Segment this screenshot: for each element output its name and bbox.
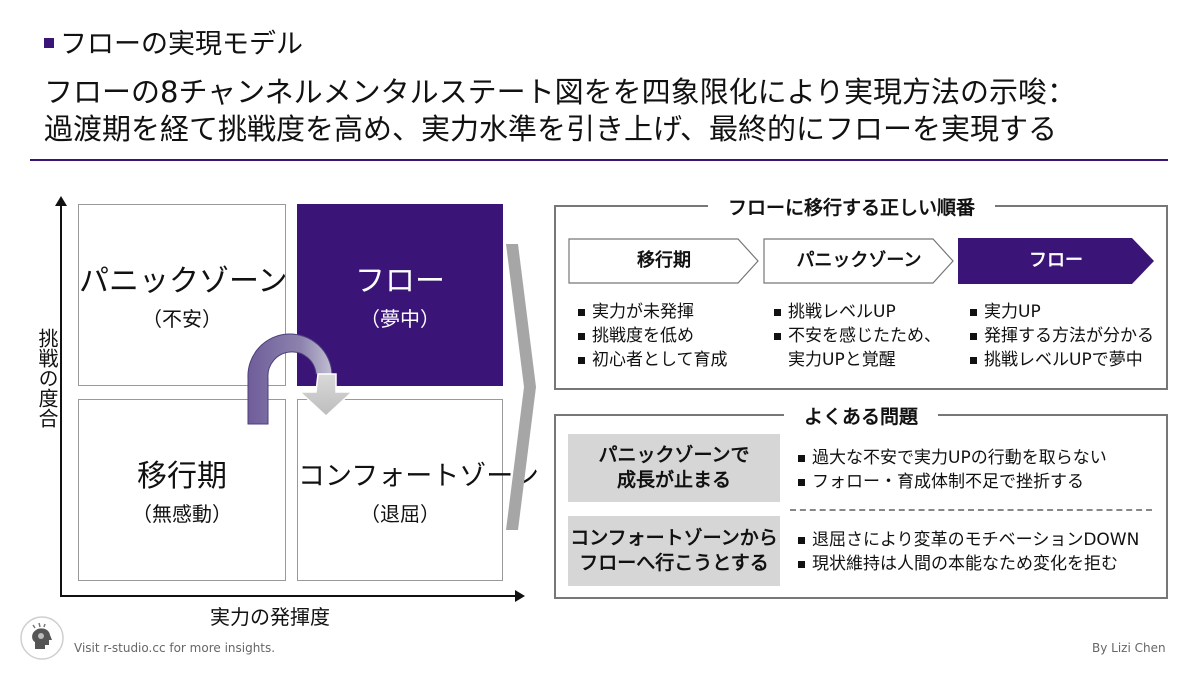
footer-author: By Lizi Chen: [1092, 641, 1166, 655]
step-arrow-shape: [763, 238, 954, 284]
page-headline: フローの8チャンネルメンタルステート図をを四象限化により実現方法の示唆： 過渡期…: [44, 74, 1076, 148]
problems-panel-title: よくある問題: [784, 404, 939, 430]
list-item: 初心者として育成: [578, 348, 728, 372]
square-bullet-icon: [44, 37, 54, 48]
problem-label-line: コンフォートゾーンから: [570, 527, 778, 549]
problem-label-line: パニックゾーンで: [598, 444, 750, 466]
y-axis-label: 挑戦の度合: [35, 328, 59, 428]
quadrant-subtitle: （退屈）: [360, 502, 440, 526]
quadrant-comfort-zone: コンフォートゾーン （退屈）: [297, 399, 539, 581]
sequence-panel-title: フローに移行する正しい順番: [708, 195, 996, 221]
headline-line-2: 過渡期を経て挑戦度を高め、実力水準を引き上げ、最終的にフローを実現する: [44, 112, 1057, 146]
step-arrow-shape: [568, 238, 759, 284]
step-transition: 移行期: [568, 238, 760, 284]
list-item: 実力UP: [970, 300, 1154, 324]
header-divider: [30, 159, 1168, 161]
quadrant-title: パニックゾーン: [79, 264, 288, 299]
problem-label-line: フローへ行こうとする: [579, 552, 769, 574]
quadrant-title: 移行期: [137, 459, 227, 494]
section-label-text: フローの実現モデル: [60, 29, 303, 60]
step-label: パニックゾーン: [796, 250, 922, 271]
list-item: 退屈さにより変革のモチベーションDOWN: [798, 528, 1139, 552]
list-item: 発揮する方法が分かる: [970, 324, 1154, 348]
quadrant-transition: 移行期 （無感動）: [78, 399, 286, 581]
list-item: 挑戦レベルUPで夢中: [970, 348, 1154, 372]
problem-label-line: 成長が止まる: [616, 469, 731, 491]
step-arrow-shape: [958, 238, 1154, 284]
step-panic-bullets: 挑戦レベルUP 不安を感じたため、 実力UPと覚醒: [774, 300, 941, 372]
step-transition-bullets: 実力が未発揮 挑戦度を低め 初心者として育成: [578, 300, 728, 372]
y-axis-line: [60, 200, 62, 596]
step-panic-zone: パニックゾーン: [763, 238, 955, 284]
chevron-right-icon: [506, 244, 536, 530]
dashed-divider: [790, 509, 1152, 511]
list-item: 挑戦度を低め: [578, 324, 728, 348]
problem-label-panic: パニックゾーンで 成長が止まる: [568, 434, 780, 502]
quadrant-subtitle: （不安）: [142, 307, 222, 331]
quadrant-title: フロー: [355, 264, 445, 299]
x-axis-label: 実力の発揮度: [210, 605, 330, 629]
list-item: 不安を感じたため、: [774, 324, 941, 348]
quadrant-subtitle: （夢中）: [360, 307, 440, 331]
x-axis-line: [60, 595, 518, 597]
footer-link-text: Visit r-studio.cc for more insights.: [74, 641, 276, 655]
list-item: フォロー・育成体制不足で挫折する: [798, 470, 1107, 494]
x-axis-arrow-icon: [515, 590, 525, 602]
robot-head-logo-icon: [20, 616, 64, 660]
curved-arrow-icon: [247, 333, 354, 425]
headline-line-1: フローの8チャンネルメンタルステート図をを四象限化により実現方法の示唆：: [44, 75, 1077, 109]
step-flow-bullets: 実力UP 発揮する方法が分かる 挑戦レベルUPで夢中: [970, 300, 1154, 372]
quadrant-flow: フロー （夢中）: [297, 204, 503, 386]
list-item: 実力が未発揮: [578, 300, 728, 324]
problem-comfort-bullets: 退屈さにより変革のモチベーションDOWN 現状維持は人間の本能なため変化を拒む: [798, 528, 1139, 576]
list-item: 現状維持は人間の本能なため変化を拒む: [798, 552, 1139, 576]
section-label: フローの実現モデル: [44, 28, 303, 62]
y-axis-arrow-icon: [55, 196, 67, 206]
quadrant-panic-zone: パニックゾーン （不安）: [78, 204, 288, 386]
step-label: 移行期: [637, 250, 691, 271]
problem-label-comfort: コンフォートゾーンから フローへ行こうとする: [568, 516, 780, 586]
sequence-panel: [554, 205, 1168, 390]
list-item-continuation: 実力UPと覚醒: [788, 350, 896, 370]
step-label: フロー: [1029, 250, 1083, 271]
problem-panic-bullets: 過大な不安で実力UPの行動を取らない フォロー・育成体制不足で挫折する: [798, 446, 1107, 494]
step-flow: フロー: [958, 238, 1154, 284]
quadrant-title: コンフォートゾーン: [298, 461, 539, 492]
quadrant-subtitle: （無感動）: [132, 502, 232, 526]
list-item: 過大な不安で実力UPの行動を取らない: [798, 446, 1107, 470]
list-item: 挑戦レベルUP: [774, 300, 941, 324]
